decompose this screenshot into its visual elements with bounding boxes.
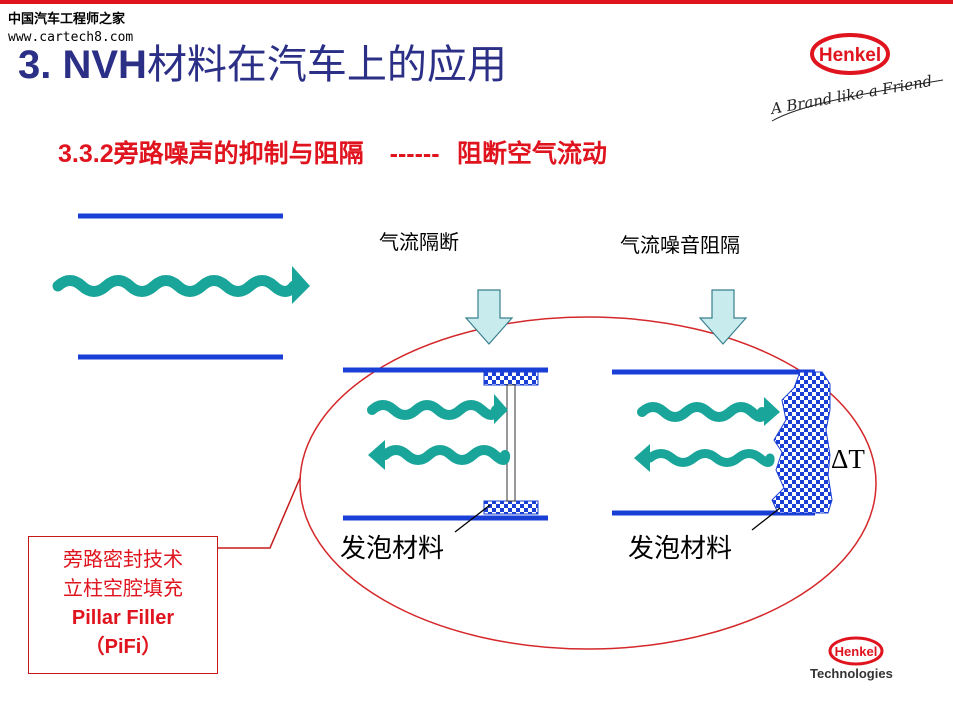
watermark-url: www.cartech8.com [8,30,134,45]
label-airflow-noise-block: 气流噪音阻隔 [620,233,740,257]
callout-line-1: 旁路密封技术 [63,547,183,571]
henkel-oval-logo: Henkel [828,636,884,666]
henkel-oval-logo: Henkel [810,33,890,75]
callout-line-3: Pillar Filler [71,607,175,629]
subtitle-code: 3.3.2 [58,140,114,168]
henkel-logo-small-text: Henkel [835,644,878,659]
label-delta-t: ΔT [831,444,865,474]
wave-arrow-icon [634,444,775,472]
foam-block-top [483,371,539,386]
foam-leader-left [454,504,491,533]
label-airflow-block: 气流隔断 [379,230,459,254]
page-title-number: 3. NVH [18,43,147,87]
pillar-filler-callout: 旁路密封技术 立柱空腔填充 Pillar Filler （PiFi） [28,536,218,674]
foam-block-bottom [483,500,539,515]
subtitle-dashes: ------ [389,140,440,168]
down-arrow-icon [698,289,748,345]
foam-fill-block [771,371,833,514]
henkel-technologies-text: Technologies [810,666,893,681]
watermark-site-name: 中国汽车工程师之家 [8,12,126,27]
baffle-plate [506,384,516,502]
highlight-ellipse [299,316,877,650]
foam-leader-right [751,507,781,531]
wave-arrow-icon [367,394,508,424]
label-foam-right: 发泡材料 [628,534,733,564]
callout-leader-line [218,477,301,549]
brand-tagline: A Brand like a Friend [768,72,944,122]
subtitle-topic: 旁路噪声的抑制与阻隔 [113,139,364,168]
callout-line-2: 立柱空腔填充 [63,576,183,600]
down-arrow-icon [464,289,514,345]
label-foam-left: 发泡材料 [340,534,445,564]
section-subtitle: 3.3.2旁路噪声的抑制与阻隔 ------ 阻断空气流动 [58,134,607,170]
callout-line-4: （PiFi） [84,636,162,658]
page-title: 3. NVH材料在汽车上的应用 [18,40,507,90]
wave-arrow-icon [52,266,310,304]
wave-arrow-icon [368,440,511,470]
page-title-text: 材料在汽车上的应用 [146,42,507,88]
subtitle-detail: 阻断空气流动 [457,139,608,168]
wave-arrow-icon [637,397,780,426]
henkel-logo-text: Henkel [819,45,881,66]
top-red-bar [0,0,953,4]
